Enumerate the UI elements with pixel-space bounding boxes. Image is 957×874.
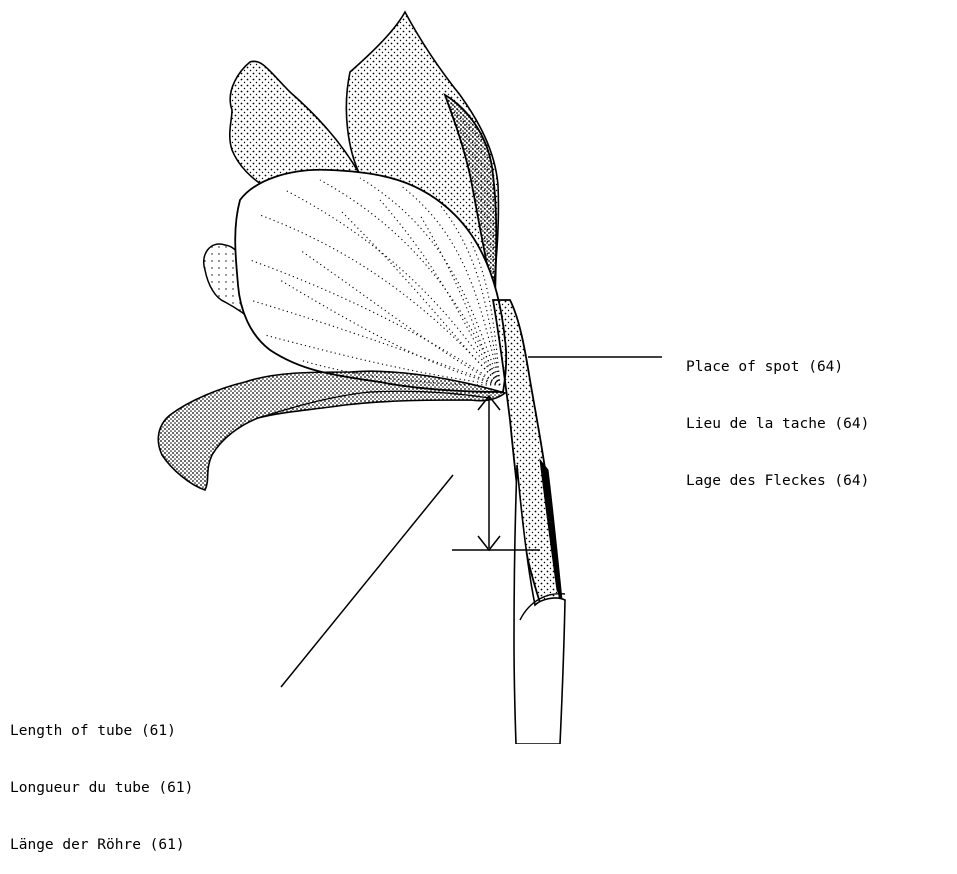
spot-label-en: Place of spot (64) <box>686 358 869 377</box>
back-left-petal <box>230 61 360 188</box>
spot-label-group: Place of spot (64) Lieu de la tache (64)… <box>686 320 869 510</box>
tube-label-fr: Longueur du tube (61) <box>10 779 193 798</box>
tube-label-en: Length of tube (61) <box>10 722 193 741</box>
tube-label-de: Länge der Röhre (61) <box>10 836 193 855</box>
tube-leader-line <box>281 475 453 687</box>
tube-label-group: Length of tube (61) Longueur du tube (61… <box>10 684 193 874</box>
lower-falls-petal <box>158 371 505 490</box>
spot-label-de: Lage des Fleckes (64) <box>686 472 869 491</box>
spot-label-fr: Lieu de la tache (64) <box>686 415 869 434</box>
